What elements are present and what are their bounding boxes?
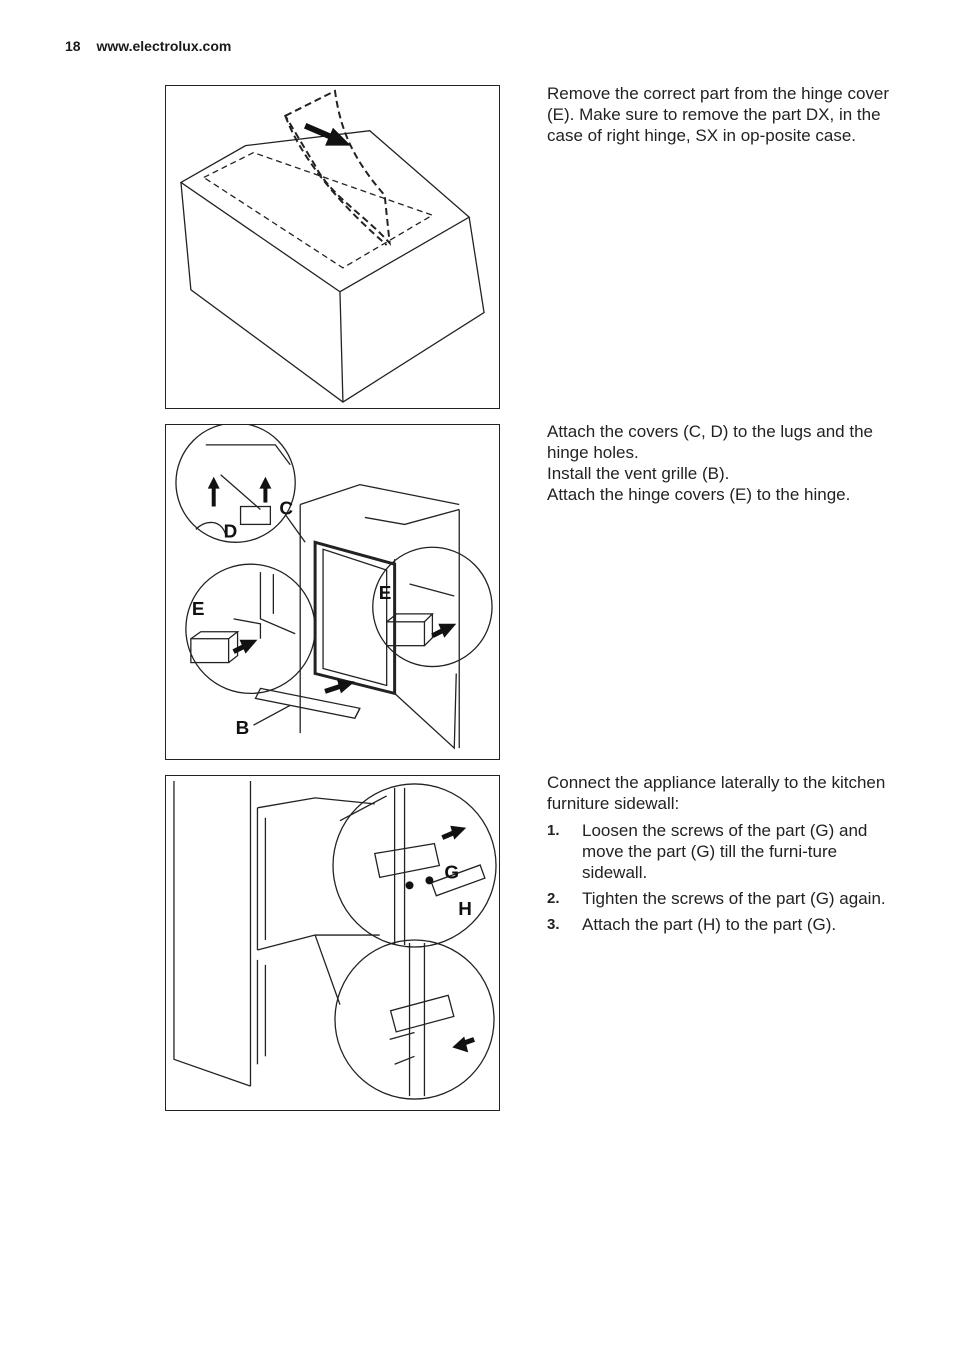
label-b: B: [236, 718, 250, 739]
step-text: Tighten the screws of the part (G) again…: [582, 889, 886, 908]
instruction-text: Remove the correct part from the hinge c…: [547, 84, 890, 145]
page-header: 18 www.electrolux.com: [65, 38, 231, 54]
lateral-connection-figure: G H: [165, 775, 500, 1111]
list-item: 3. Attach the part (H) to the part (G).: [547, 914, 892, 935]
page-number: 18: [65, 38, 81, 54]
direction-arrow-icon: [303, 123, 351, 146]
step-text: Loosen the screws of the part (G) and mo…: [582, 821, 868, 882]
step-text: Attach the part (H) to the part (G).: [582, 915, 837, 934]
step-number: 1.: [547, 822, 560, 839]
covers-and-grille-figure: C D E E B: [165, 424, 500, 760]
step-remove-hinge-part: Remove the correct part from the hinge c…: [547, 83, 892, 146]
step-attach-covers: Attach the covers (C, D) to the lugs and…: [547, 421, 892, 505]
step-number: 2.: [547, 890, 560, 907]
covers-illustration: C D E E B: [175, 425, 493, 750]
label-g: G: [444, 862, 459, 883]
instruction-line: Attach the covers (C, D) to the lugs and…: [547, 422, 873, 462]
step-lateral-connection: Connect the appliance laterally to the k…: [547, 772, 892, 940]
label-d: D: [224, 521, 238, 542]
label-c: C: [279, 498, 293, 519]
step-number: 3.: [547, 916, 560, 933]
website-url: www.electrolux.com: [96, 38, 232, 54]
label-h: H: [458, 899, 472, 920]
lateral-connection-illustration: G H: [173, 780, 497, 1100]
list-item: 1. Loosen the screws of the part (G) and…: [547, 820, 892, 883]
instruction-line: Attach the hinge covers (E) to the hinge…: [547, 485, 851, 504]
instruction-intro: Connect the appliance laterally to the k…: [547, 773, 886, 813]
label-e-right: E: [379, 583, 392, 604]
label-e-left: E: [192, 599, 205, 620]
list-item: 2. Tighten the screws of the part (G) ag…: [547, 888, 892, 909]
numbered-steps: 1. Loosen the screws of the part (G) and…: [547, 820, 892, 935]
hinge-cover-figure: [165, 85, 500, 409]
instruction-line: Install the vent grille (B).: [547, 464, 730, 483]
hinge-cover-illustration: [179, 89, 485, 403]
